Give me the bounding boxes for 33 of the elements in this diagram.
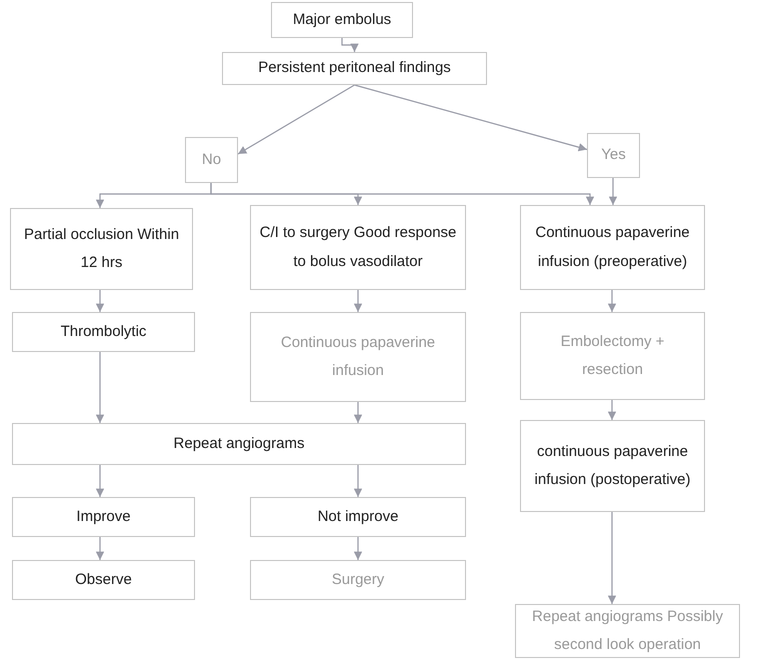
arrow (608, 400, 616, 420)
arrow (238, 84, 355, 155)
arrow (608, 290, 616, 312)
arrow (354, 84, 588, 152)
arrow (96, 537, 104, 560)
arrow (608, 178, 618, 205)
outcome-box: Not improve (250, 497, 466, 537)
process-box: continuous papaverine infusion (postoperative) (520, 420, 705, 512)
decision-box: Persistent peritoneal findings (222, 52, 487, 85)
outcome-box: Surgery (250, 560, 466, 600)
process-box: Thrombolytic (12, 312, 195, 352)
outcome-box: Repeat angiograms Possibly second look operation (515, 604, 740, 658)
process-box: Continuous papaverine infusion (preoperative) (520, 205, 705, 290)
process-box: Repeat angiograms (12, 423, 466, 465)
arrow (354, 537, 362, 560)
arrow (341, 38, 359, 52)
process-box: C/I to surgery Good response to bolus vasodilator (250, 205, 466, 290)
process-box: Continuous papaverine infusion (250, 312, 466, 402)
outcome-box: Observe (12, 560, 195, 600)
arrow (354, 402, 362, 423)
arrow (96, 352, 104, 423)
arrow (354, 465, 362, 497)
arrow (608, 512, 616, 604)
arrow (210, 183, 594, 205)
process-box: Partial occlusion Within 12 hrs (10, 208, 193, 290)
arrow (96, 465, 104, 497)
arrow (96, 290, 104, 312)
outcome-box: Improve (12, 497, 195, 537)
answer-box: No (185, 137, 238, 183)
arrow (354, 290, 362, 312)
answer-box: Yes (587, 133, 640, 178)
process-box: Major embolus (271, 2, 413, 38)
process-box: Embolectomy + resection (520, 312, 705, 400)
